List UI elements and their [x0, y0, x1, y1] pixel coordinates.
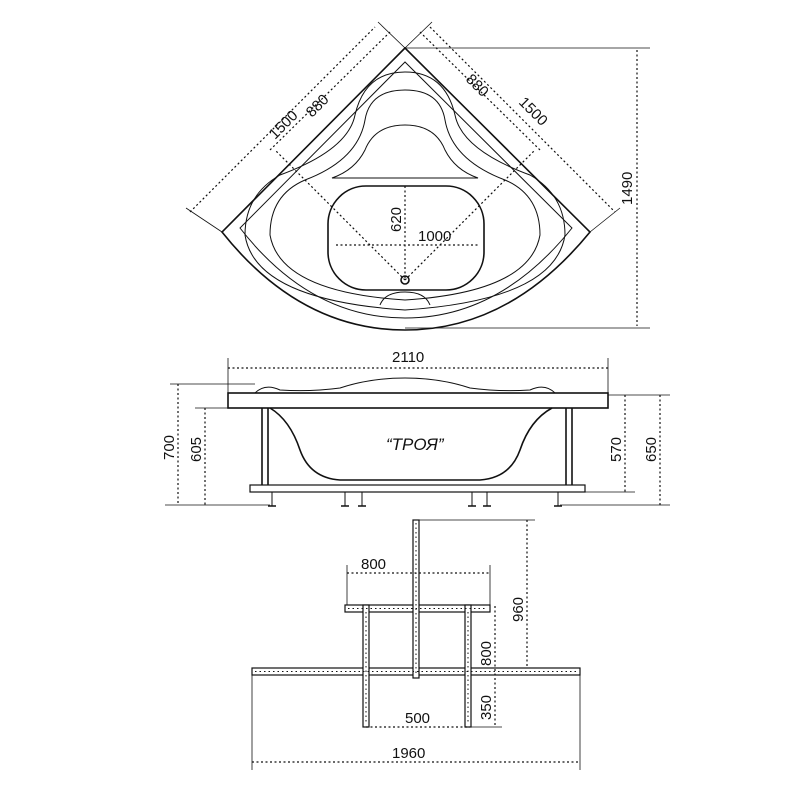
- dim-label: 350: [478, 695, 495, 720]
- tub-rim: [227, 392, 609, 409]
- tub-outline: [220, 46, 592, 331]
- dim-label: 650: [643, 437, 660, 462]
- dim-label: 1490: [619, 172, 636, 205]
- dim-line: [429, 26, 616, 213]
- tub-top-contour: [254, 377, 556, 394]
- dim-line: [189, 26, 376, 213]
- dim-label: 700: [161, 435, 178, 460]
- dim-line: [419, 31, 541, 151]
- front-step: [379, 291, 431, 306]
- frame-base: [249, 484, 586, 493]
- tub-body: [269, 407, 553, 481]
- frame-view: 800 960 800 350 500 1960: [251, 519, 581, 770]
- tub-rim: [239, 61, 573, 319]
- dim-label: 620: [388, 207, 405, 232]
- dim-label: 880: [462, 71, 492, 101]
- dim-label: 800: [361, 556, 386, 573]
- dim-label: 1960: [392, 745, 425, 762]
- dim-label: 1500: [515, 94, 551, 130]
- headrest: [331, 124, 479, 179]
- model-name: “ТРОЯ”: [386, 435, 445, 454]
- dim-label: 960: [510, 597, 527, 622]
- feet: [268, 492, 562, 507]
- dim-label: 2110: [392, 349, 424, 366]
- side-view: 2110 700 605 570 650 “ТРОЯ”: [161, 349, 670, 507]
- dim-label: 800: [478, 641, 495, 666]
- dim-line: [404, 149, 536, 281]
- dim-label: 605: [188, 437, 205, 462]
- dim-line: [269, 31, 391, 151]
- dim-label: 1000: [418, 228, 451, 245]
- backrest-outer: [244, 71, 566, 311]
- top-view: 1500 880 880 1500 1490 620 1000: [185, 21, 650, 331]
- basin: [327, 185, 485, 291]
- frame-center-bar: [412, 519, 420, 679]
- dim-label: 570: [608, 437, 625, 462]
- dim-line: [274, 149, 406, 281]
- dim-label: 880: [303, 91, 333, 121]
- dim-label: 500: [405, 710, 430, 727]
- backrest-inner: [269, 89, 541, 301]
